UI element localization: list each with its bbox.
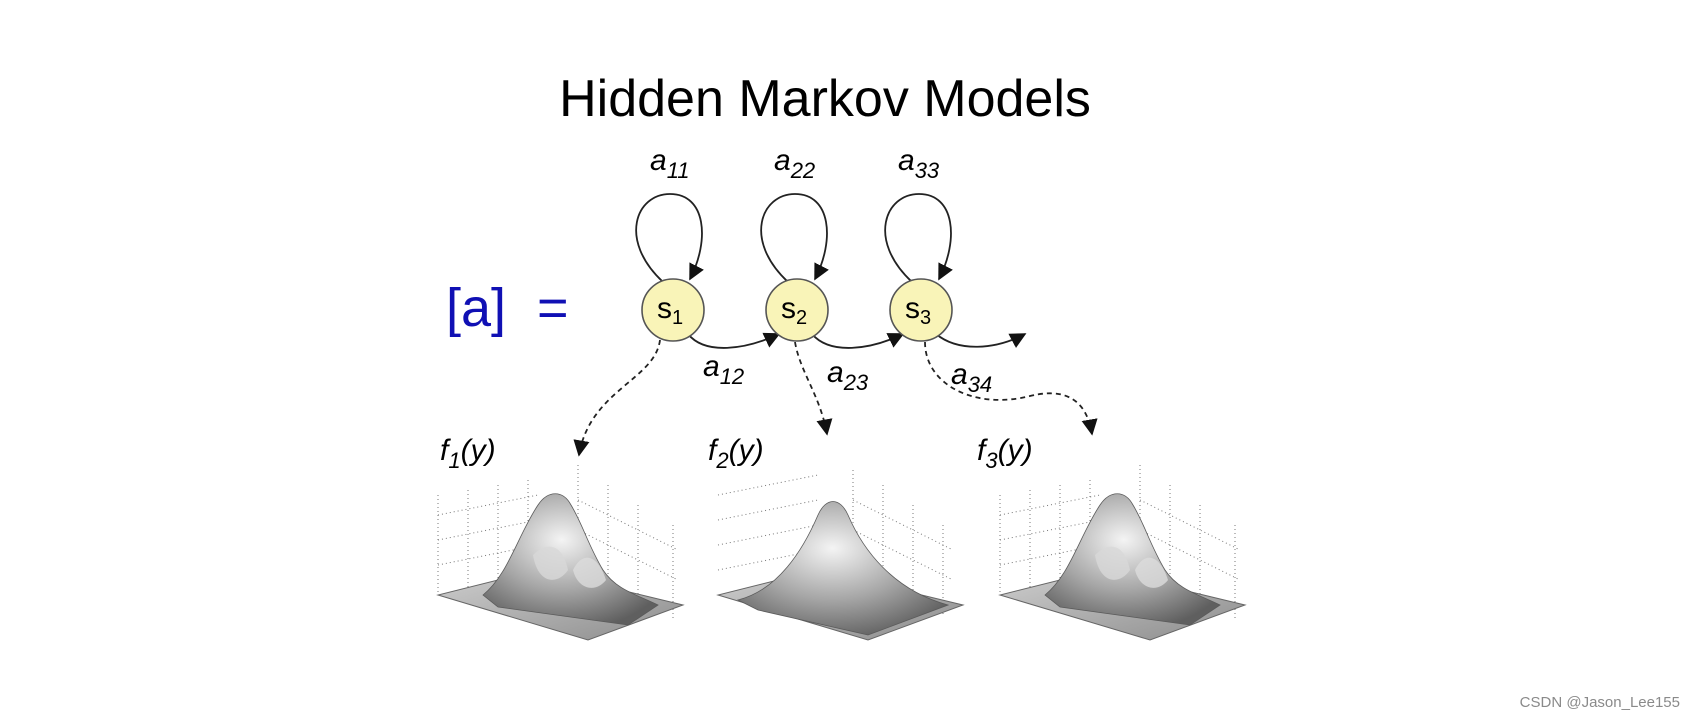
label-f3: f3(y) bbox=[977, 434, 1033, 473]
label-a11: a11 bbox=[650, 144, 690, 183]
plot-surface bbox=[1044, 493, 1221, 626]
label-a34: a34 bbox=[951, 358, 992, 397]
state-letter: s bbox=[781, 292, 796, 325]
state-circle bbox=[765, 278, 829, 342]
transition-matrix-label: [a] = bbox=[446, 278, 569, 338]
transition-s3-out bbox=[935, 333, 1027, 349]
state-index: 3 bbox=[920, 307, 931, 329]
watermark: CSDN @Jason_Lee155 bbox=[1520, 694, 1680, 711]
plot-surface bbox=[482, 493, 659, 626]
self-loop-s2 bbox=[760, 193, 829, 283]
label-a23: a23 bbox=[827, 356, 869, 395]
label-a33: a33 bbox=[898, 144, 940, 183]
label-a22: a22 bbox=[774, 144, 815, 183]
equals-sign: = bbox=[537, 278, 569, 338]
state-index: 1 bbox=[672, 307, 683, 329]
surface-plot-f3 bbox=[998, 465, 1247, 641]
state-index: 2 bbox=[796, 307, 807, 329]
state-node-s3: s3 bbox=[889, 278, 953, 342]
emission-arrow-3 bbox=[924, 341, 1098, 436]
svg-text:s3: s3 bbox=[905, 292, 931, 329]
emission-arrow-2 bbox=[794, 341, 833, 436]
transition-s2-s3 bbox=[811, 333, 905, 349]
surface-plot-f1 bbox=[436, 465, 685, 641]
svg-text:s2: s2 bbox=[781, 292, 807, 329]
self-loops bbox=[635, 193, 953, 283]
matrix-symbol: [a] bbox=[446, 278, 506, 338]
surface-plot-f2 bbox=[716, 470, 965, 641]
state-letter: s bbox=[657, 292, 672, 325]
state-circle bbox=[641, 278, 705, 342]
self-loop-s1 bbox=[635, 193, 704, 283]
svg-text:s1: s1 bbox=[657, 292, 683, 329]
label-f1: f1(y) bbox=[440, 434, 496, 473]
state-circle bbox=[889, 278, 953, 342]
self-loop-s3 bbox=[884, 193, 953, 283]
emission-arrows bbox=[573, 339, 1098, 457]
label-f2: f2(y) bbox=[708, 434, 764, 473]
label-a12: a12 bbox=[703, 350, 744, 389]
state-node-s1: s1 bbox=[641, 278, 705, 342]
plot-surface bbox=[736, 501, 950, 636]
state-node-s2: s2 bbox=[765, 278, 829, 342]
emission-arrow-1 bbox=[573, 339, 661, 457]
forward-transitions bbox=[687, 332, 1027, 349]
state-letter: s bbox=[905, 292, 920, 325]
transition-s1-s2 bbox=[687, 332, 781, 349]
page-title: Hidden Markov Models bbox=[559, 70, 1091, 128]
